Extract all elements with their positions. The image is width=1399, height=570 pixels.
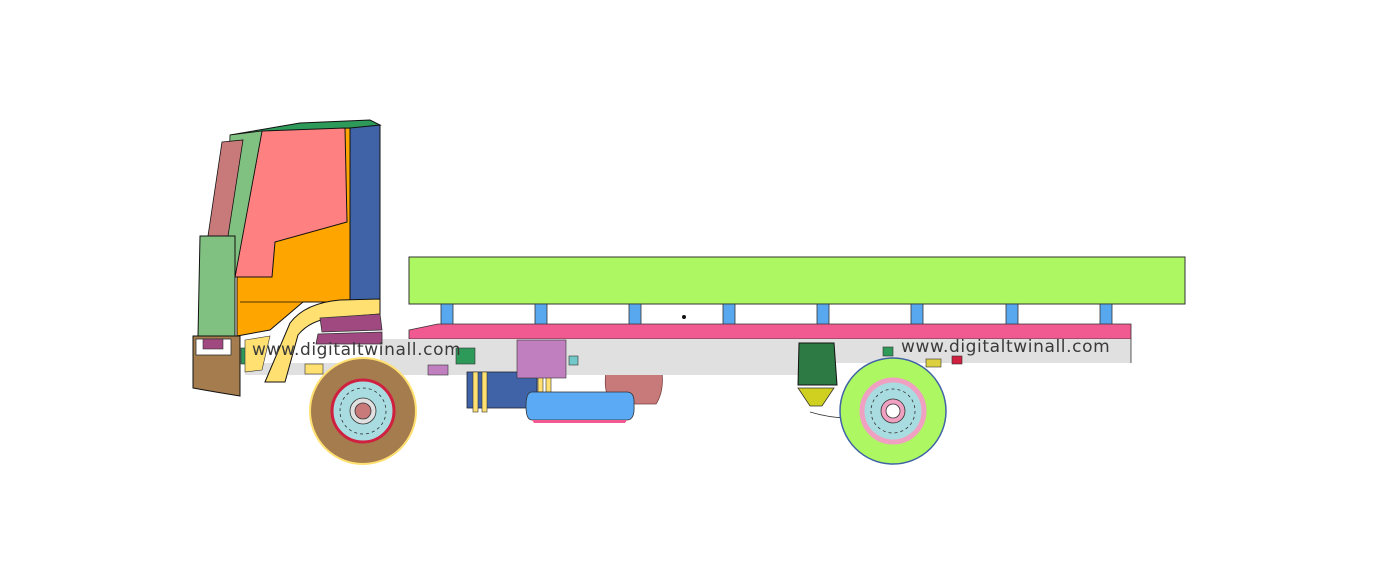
rear-wheel-icon [839, 357, 947, 465]
truck-cab-icon [197, 119, 382, 337]
small-part [882, 346, 894, 357]
transmission-strut [481, 371, 488, 413]
bed-support [722, 303, 736, 326]
rear-axle-housing [797, 342, 838, 386]
rear-hub-cap [885, 403, 901, 419]
front-hub-cap [354, 402, 372, 420]
grille-piece [244, 335, 271, 373]
bed-support [534, 303, 548, 326]
bolt-dot [682, 315, 686, 319]
transmission-strut [472, 371, 479, 413]
bed-supports [440, 303, 1113, 326]
fuel-tank-icon [525, 391, 635, 421]
watermark-right: www.digitaltwinall.com [901, 337, 1110, 357]
step-plate [319, 313, 383, 333]
battery-box [516, 339, 567, 379]
bed-support [816, 303, 830, 326]
small-part [568, 355, 579, 366]
rear-axle-cone [797, 387, 835, 407]
fuel-tank-strap [532, 420, 627, 423]
rear-hub-ring [870, 388, 916, 434]
front-hub-ring [339, 387, 387, 435]
bed-support [1005, 303, 1019, 326]
small-part [951, 355, 963, 365]
front-wheel-icon [309, 357, 417, 465]
small-part [455, 347, 476, 365]
watermark-left: www.digitaltwinall.com [252, 340, 461, 360]
bed-support [628, 303, 642, 326]
small-part [925, 358, 942, 368]
step-light [304, 363, 324, 375]
step-plate [315, 331, 383, 345]
chassis-side [380, 339, 1131, 363]
bed-support [910, 303, 924, 326]
cargo-bed [408, 256, 1186, 305]
frame-rail [408, 323, 1132, 340]
bed-support [1099, 303, 1113, 326]
headlight-inner [202, 338, 224, 350]
bed-support [440, 303, 454, 326]
cab-back-panel [349, 124, 381, 303]
cab-front-panel [197, 235, 236, 337]
small-part [427, 364, 449, 376]
